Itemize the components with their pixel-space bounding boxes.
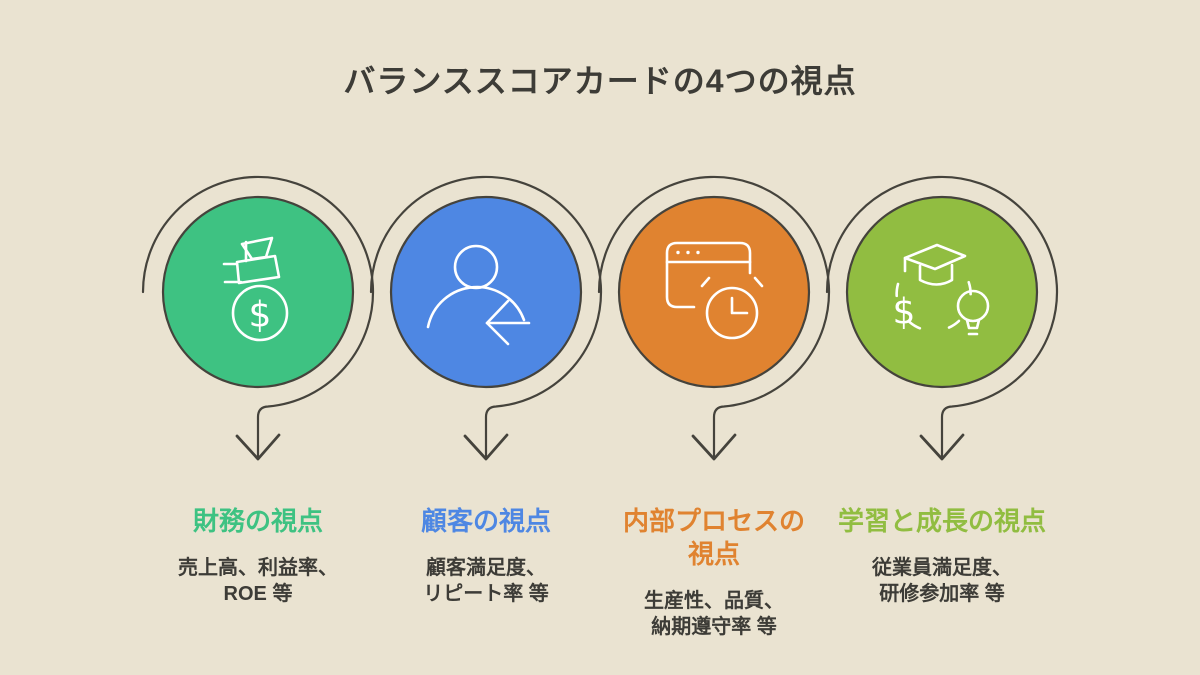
financial-metrics: 売上高、利益率、 ROE 等: [178, 557, 338, 605]
customer-circle: [389, 195, 583, 389]
loop-arrow: [369, 175, 603, 459]
customer-return-arrow-icon: [426, 244, 531, 346]
customer-heading: 顧客の視点: [420, 506, 551, 536]
financial-heading: 財務の視点: [192, 506, 323, 536]
perspective-learning-growth-graphic: $: [825, 175, 1059, 461]
page-title: バランススコアカードの4つの視点: [343, 63, 857, 99]
customer-caption: 顧客の視点 顧客満足度、 リピート率 等: [361, 505, 611, 607]
perspective-financial-graphic: $: [141, 175, 375, 461]
education-investment-cycle-icon: $: [893, 243, 990, 336]
loop-arrow: [825, 175, 1059, 459]
dollar-glyph: $: [893, 292, 916, 333]
arrow-head-icon: [691, 433, 737, 461]
money-bag-icon: $: [222, 236, 289, 342]
learning-growth-caption: 学習と成長の視点 従業員満足度、 研修参加率 等: [817, 505, 1067, 607]
arrow-head-icon: [235, 433, 281, 461]
internal-process-metrics: 生産性、品質、 納期遵守率 等: [644, 590, 784, 638]
perspective-internal-process-graphic: [597, 175, 831, 461]
learning-growth-circle: [845, 195, 1039, 389]
arrow-head-icon: [919, 433, 965, 461]
loop-arrow: [597, 175, 831, 459]
learning-growth-heading: 学習と成長の視点: [837, 506, 1046, 536]
browser-clock-icon: [665, 241, 764, 340]
internal-process-heading: 内部プロセスの 視点: [622, 506, 805, 569]
dollar-glyph: $: [249, 295, 272, 336]
internal-process-caption: 内部プロセスの 視点 生産性、品質、 納期遵守率 等: [589, 505, 839, 640]
loop-arrow: [141, 175, 375, 459]
customer-metrics: 顧客満足度、 リピート率 等: [423, 557, 549, 605]
arrow-head-icon: [463, 433, 509, 461]
learning-growth-metrics: 従業員満足度、 研修参加率 等: [872, 557, 1012, 605]
perspective-customer-graphic: [369, 175, 603, 461]
financial-circle: [161, 195, 355, 389]
financial-caption: 財務の視点 売上高、利益率、 ROE 等: [133, 505, 383, 607]
internal-process-circle: [617, 195, 811, 389]
